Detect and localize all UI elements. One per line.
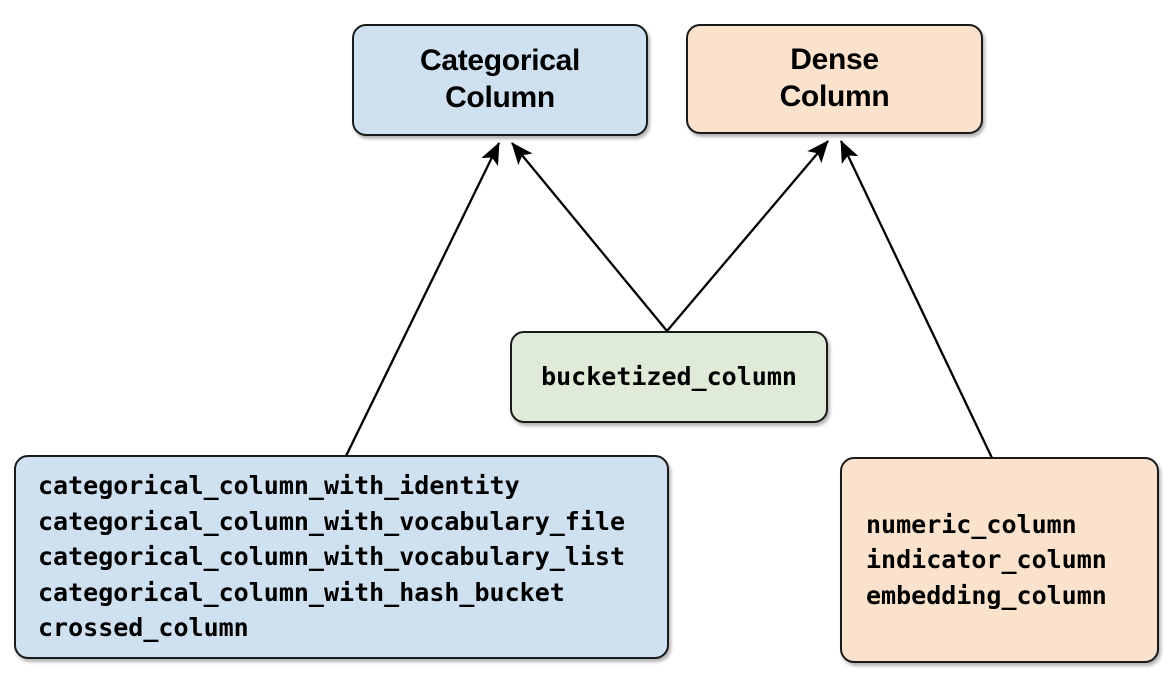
node-dense-column-line-2: Column [779, 80, 890, 113]
list-item-categorical-identity: categorical_column_with_identity [38, 471, 520, 501]
list-item-embedding-column: embedding_column [866, 580, 1107, 610]
node-bucketized-column-label: bucketized_column [541, 362, 797, 392]
list-item-crossed-column: crossed_column [38, 613, 249, 643]
edge-bucketized-to-dense-column [666, 140, 829, 332]
node-bucketized-column[interactable]: bucketized_column [510, 331, 828, 423]
node-categorical-functions-list[interactable]: categorical_column_with_identity categor… [14, 455, 669, 659]
node-categorical-column-line-1: Categorical [419, 44, 581, 78]
list-item-categorical-hash-bucket: categorical_column_with_hash_bucket [38, 577, 565, 607]
node-dense-functions-list[interactable]: numeric_column indicator_column embeddin… [840, 457, 1159, 663]
edge-categorical-functions-to-categorical-column [344, 142, 501, 457]
node-dense-column-line-1: Dense [790, 43, 879, 77]
node-categorical-column[interactable]: Categorical Column [352, 24, 648, 136]
list-item-numeric-column: numeric_column [866, 509, 1077, 539]
node-dense-column[interactable]: Dense Column [686, 24, 983, 134]
list-item-categorical-vocabulary-file: categorical_column_with_vocabulary_file [38, 506, 625, 536]
list-item-categorical-vocabulary-list: categorical_column_with_vocabulary_list [38, 542, 625, 572]
edge-dense-functions-to-dense-column [839, 140, 994, 459]
edge-bucketized-to-categorical-column [511, 142, 668, 332]
list-item-indicator-column: indicator_column [866, 545, 1107, 575]
node-categorical-column-line-2: Column [445, 81, 555, 114]
